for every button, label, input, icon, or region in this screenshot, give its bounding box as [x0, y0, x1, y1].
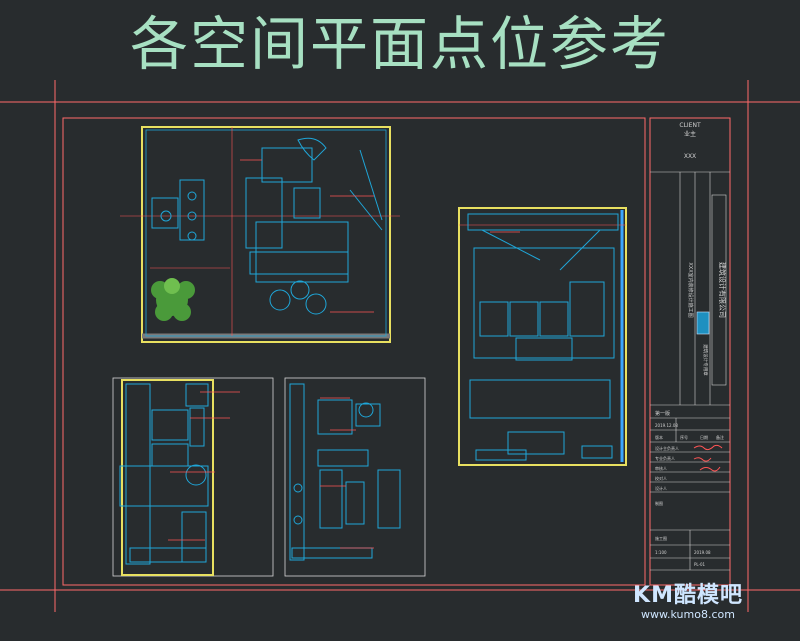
annotation-notes [168, 159, 520, 549]
plant-icon [151, 278, 195, 321]
drawing-scale: 1:100 [655, 550, 667, 555]
company-stamp [696, 194, 727, 386]
drawing-label: 施工图 [655, 535, 667, 541]
date-header: 日期 [700, 434, 708, 440]
plan-living-room [120, 126, 400, 343]
drawing-date: 2019.08 [694, 550, 711, 555]
serial-header: 序号 [680, 434, 688, 440]
role-row-4: 校对人 [655, 475, 667, 481]
title-block [650, 171, 730, 571]
plan-bedroom [458, 207, 627, 466]
project-name: XXX室内装修设计施工图 [687, 262, 694, 317]
role-row-2: 专业负责人 [655, 455, 675, 461]
client-label: CLIENT [679, 122, 701, 129]
client-value: XXX [684, 153, 696, 160]
role-row-6: 制图 [655, 500, 663, 506]
date-code: 2019.12.08 [655, 423, 678, 428]
role-row-1: 设计主负责人 [655, 445, 679, 451]
page-headline: 各空间平面点位参考 [129, 10, 670, 78]
stage-label: 第一版 [655, 410, 670, 417]
company-name: 建筑设计有限公司 [718, 262, 727, 318]
stamp-text: 建筑设计专用章 [702, 344, 709, 376]
client-name: 业主 [684, 130, 696, 138]
drawing-frame [0, 80, 800, 612]
role-row-3: 审核人 [655, 465, 667, 471]
watermark-url: www.kumo8.com [641, 608, 735, 621]
sheet-number: PL-01 [694, 562, 706, 567]
role-row-5: 设计人 [655, 485, 667, 491]
signatures [693, 444, 723, 472]
plan-study [284, 377, 426, 577]
plan-kitchen [112, 377, 274, 577]
watermark-brand: KM酷模吧 [633, 583, 743, 608]
version-header: 版本 [655, 434, 663, 440]
remark-header: 备注 [716, 434, 724, 440]
brand-watermark: KM酷模吧 www.kumo8.com [628, 584, 748, 622]
